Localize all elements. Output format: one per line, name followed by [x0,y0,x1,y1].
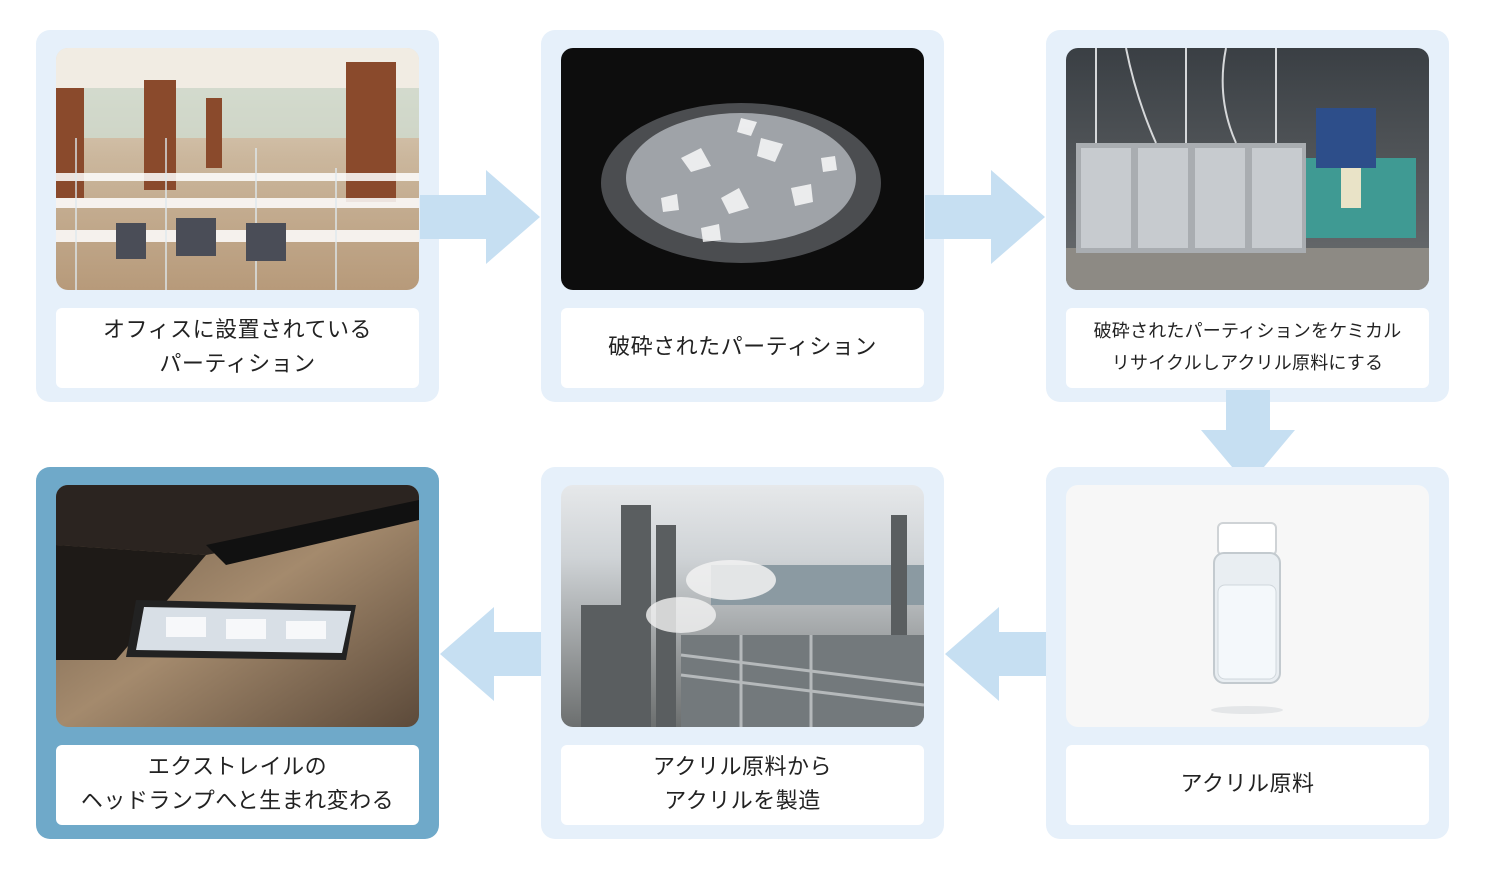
caption-line: 破砕されたパーティションをケミカル [1093,321,1402,342]
step-card-office-partition: オフィスに設置されている パーティション [36,30,439,402]
acrylic-raw-caption: アクリル原料 [1066,745,1429,825]
step-card-acrylic-manufacture: アクリル原料から アクリルを製造 [541,467,944,839]
recycle-machine-photo [1066,48,1429,290]
chemical-recycle-caption: 破砕されたパーティションをケミカル リサイクルしアクリル原料にする [1066,308,1429,388]
acrylic-manufacture-caption: アクリル原料から アクリルを製造 [561,745,924,825]
caption-line: ヘッドランプへと生まれ変わる [80,789,395,814]
arrow-down-icon [1201,390,1295,486]
crushed-partition-photo [561,48,924,290]
step-card-acrylic-raw: アクリル原料 [1046,467,1449,839]
caption-line: 破砕されたパーティション [608,335,877,360]
caption-line: リサイクルしアクリル原料にする [1111,353,1384,374]
step-card-chemical-recycle: 破砕されたパーティションをケミカル リサイクルしアクリル原料にする [1046,30,1449,402]
arrow-left-icon [945,607,1065,701]
crushed-partition-caption: 破砕されたパーティション [561,308,924,388]
caption-line: オフィスに設置されている [103,318,372,343]
caption-line: パーティション [159,352,316,377]
caption-line: エクストレイルの [147,755,328,780]
headlamp-photo [56,485,419,727]
step-card-crushed-partition: 破砕されたパーティション [541,30,944,402]
arrow-right-icon [925,170,1045,264]
office-partition-caption: オフィスに設置されている パーティション [56,308,419,388]
arrow-right-icon [420,170,540,264]
headlamp-caption: エクストレイルの ヘッドランプへと生まれ変わる [56,745,419,825]
step-card-headlamp: エクストレイルの ヘッドランプへと生まれ変わる [36,467,439,839]
factory-photo [561,485,924,727]
caption-line: アクリル原料から [653,755,832,780]
caption-line: アクリル原料 [1180,772,1315,797]
caption-line: アクリルを製造 [664,789,821,814]
arrow-left-icon [440,607,560,701]
office-partition-photo [56,48,419,290]
acrylic-vial-photo [1066,485,1429,727]
